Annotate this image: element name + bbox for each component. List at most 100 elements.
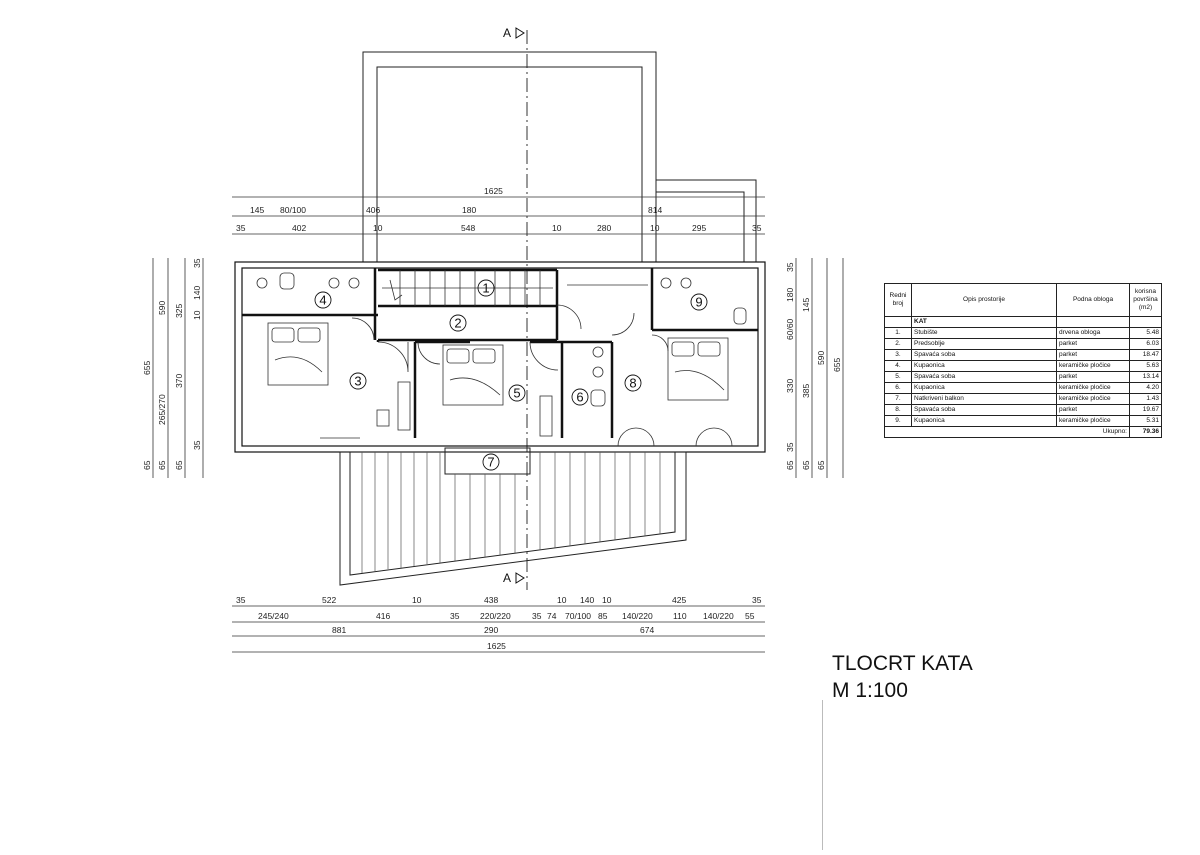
furniture xyxy=(256,272,747,439)
legend-header-floor: Podna obloga xyxy=(1056,283,1130,317)
dim-bottom-r1: 425 xyxy=(672,595,686,605)
dim-bottom-r1: 10 xyxy=(412,595,422,605)
dim-left: 65 xyxy=(142,460,152,470)
section-marker-top: A xyxy=(503,26,511,40)
dim-right: 655 xyxy=(832,358,842,372)
dim-bottom-r1: 35 xyxy=(752,595,762,605)
dim-bottom-r2: 416 xyxy=(376,611,390,621)
legend-header-no: Redni broj xyxy=(884,283,912,317)
legend-header-area: korisna površina (m2) xyxy=(1129,283,1162,317)
dim-top-r3: 10 xyxy=(373,223,383,233)
stair-treads xyxy=(382,270,553,306)
dim-left: 35 xyxy=(192,258,202,268)
dim-top-r3: 548 xyxy=(461,223,475,233)
room-legend-table: Redni broj Opis prostorije Podna obloga … xyxy=(884,283,1162,438)
dim-left: 65 xyxy=(174,460,184,470)
dim-top-r2: 180 xyxy=(462,205,476,215)
room-number: 5 xyxy=(513,386,520,401)
dim-bottom-r2: 245/240 xyxy=(258,611,289,621)
dim-top-r2: 814 xyxy=(648,205,662,215)
dim-bottom-r3: 290 xyxy=(484,625,498,635)
dim-bottom-r1: 522 xyxy=(322,595,336,605)
dim-left: 265/270 xyxy=(157,394,167,425)
dim-top-r3: 280 xyxy=(597,223,611,233)
dim-right: 330 xyxy=(785,379,795,393)
dim-bottom-r2: 70/100 xyxy=(565,611,591,621)
dim-right: 385 xyxy=(801,384,811,398)
dim-bottom-r2: 220/220 xyxy=(480,611,511,621)
dim-bottom-r2: 74 xyxy=(547,611,557,621)
dim-right: 590 xyxy=(816,351,826,365)
section-arrow-bottom xyxy=(515,572,525,584)
dim-bottom-r2: 35 xyxy=(532,611,542,621)
dim-left: 655 xyxy=(142,361,152,375)
dim-left: 590 xyxy=(157,301,167,315)
room-number: 8 xyxy=(629,376,636,391)
dim-bottom-r2: 55 xyxy=(745,611,755,621)
dim-bottom-r2: 140/220 xyxy=(703,611,734,621)
dim-bottom-r1: 10 xyxy=(602,595,612,605)
legend-total-value: 79.36 xyxy=(1129,426,1162,438)
dim-bottom-r2: 35 xyxy=(450,611,460,621)
dim-top-r3: 10 xyxy=(650,223,660,233)
legend-total-label: Ukupno: xyxy=(884,426,1130,438)
dim-right: 35 xyxy=(785,442,795,452)
dim-left: 65 xyxy=(157,460,167,470)
dim-top-r3: 402 xyxy=(292,223,306,233)
dim-bottom-r1: 10 xyxy=(557,595,567,605)
dim-top-r3: 35 xyxy=(752,223,762,233)
legend-header-row: Redni broj Opis prostorije Podna obloga … xyxy=(884,283,1162,317)
room-number: 3 xyxy=(354,374,361,389)
room-number: 6 xyxy=(576,390,583,405)
drawing-title-scale: M 1:100 xyxy=(832,679,908,702)
interior-walls xyxy=(242,268,758,438)
dim-left: 140 xyxy=(192,286,202,300)
dim-bottom-r1: 140 xyxy=(580,595,594,605)
dim-bottom-r3: 674 xyxy=(640,625,654,635)
top-dimensions xyxy=(232,196,765,235)
dim-right: 145 xyxy=(801,298,811,312)
legend-total-row: Ukupno: 79.36 xyxy=(884,426,1162,438)
drawing-title-name: TLOCRT KATA xyxy=(832,652,973,675)
legend-section-row: KAT xyxy=(884,316,1162,328)
dim-right: 180 xyxy=(785,288,795,302)
dim-top-r3: 295 xyxy=(692,223,706,233)
dim-top-r3: 10 xyxy=(552,223,562,233)
dim-right: 65 xyxy=(816,460,826,470)
room-labels xyxy=(314,279,708,471)
section-marker-bottom: A xyxy=(503,571,511,585)
dim-bottom-r3: 881 xyxy=(332,625,346,635)
bottom-dimensions xyxy=(232,605,765,653)
dim-bottom-r1: 438 xyxy=(484,595,498,605)
dim-left: 370 xyxy=(174,374,184,388)
legend-header-name: Opis prostorije xyxy=(911,283,1057,317)
dim-bottom-r2: 140/220 xyxy=(622,611,653,621)
dim-bottom-r2: 110 xyxy=(673,611,687,621)
dim-left: 35 xyxy=(192,440,202,450)
dim-bottom-r4: 1625 xyxy=(487,641,506,651)
room-number: 9 xyxy=(695,295,702,310)
left-dimensions xyxy=(152,258,204,478)
dim-top-total: 1625 xyxy=(484,186,503,196)
dim-right: 60/60 xyxy=(785,318,795,340)
dim-right: 65 xyxy=(801,460,811,470)
dim-bottom-r1: 35 xyxy=(236,595,246,605)
dim-right: 35 xyxy=(785,262,795,272)
door-swings xyxy=(351,304,733,447)
dim-top-r3: 35 xyxy=(236,223,246,233)
dim-top-r2: 406 xyxy=(366,205,380,215)
dim-left: 10 xyxy=(192,310,202,320)
drawing-title: TLOCRT KATA M 1:100 xyxy=(832,650,973,704)
dim-left: 325 xyxy=(174,304,184,318)
right-dimensions xyxy=(795,258,844,478)
room-number: 7 xyxy=(487,455,494,470)
room-number: 2 xyxy=(454,316,461,331)
